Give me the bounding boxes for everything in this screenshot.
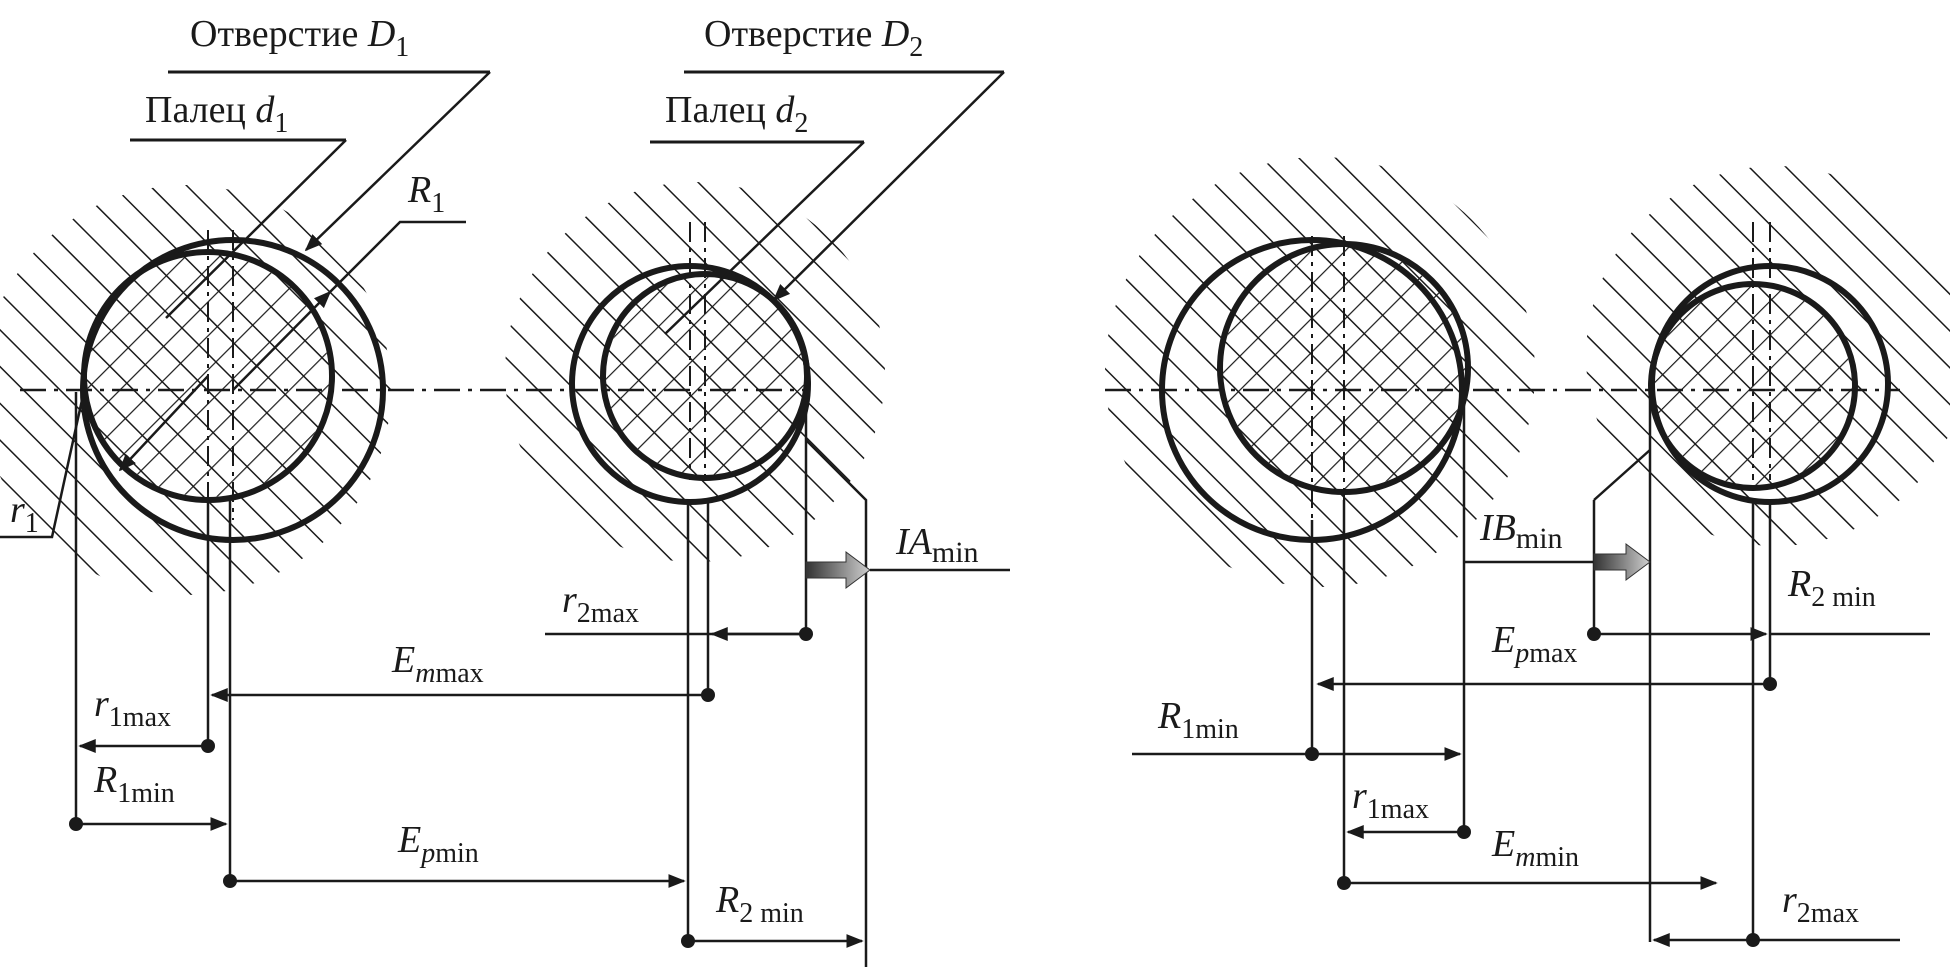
label-R2min-left: R2 min [715,879,804,929]
label-Epmax-right: Epmax [1491,619,1577,669]
label-pin-d2: Палец d2 [665,89,808,139]
label-R1min-left: R1min [93,759,175,809]
label-Epmin-left: Epmin [397,819,479,869]
label-hole-d2: Отверстие D2 [704,13,923,63]
label-r2max-right: r2max [1782,879,1859,929]
label-R2min-right: R2 min [1787,563,1876,613]
label-pin-d1: Палец d1 [145,89,288,139]
label-r1: r1 [10,489,39,539]
label-r2max-left: r2max [562,579,639,629]
label-hole-d1: Отверстие D1 [190,13,409,63]
right-scheme [1105,157,1950,947]
label-r1max-left: r1max [94,683,171,733]
left-scheme [0,70,1010,967]
label-IAmin: IAmin [895,521,979,569]
label-Emmax-left: Emmax [391,639,484,689]
label-R1: R1 [407,169,445,219]
label-r1max-right: r1max [1352,775,1429,825]
labels: Отверстие D1 Палец d1 Отверстие D2 Палец… [10,13,1876,929]
label-R1min-right: R1min [1157,695,1239,745]
label-IBmin: IBmin [1479,507,1563,555]
label-Emmin-right: Emmin [1491,823,1579,873]
